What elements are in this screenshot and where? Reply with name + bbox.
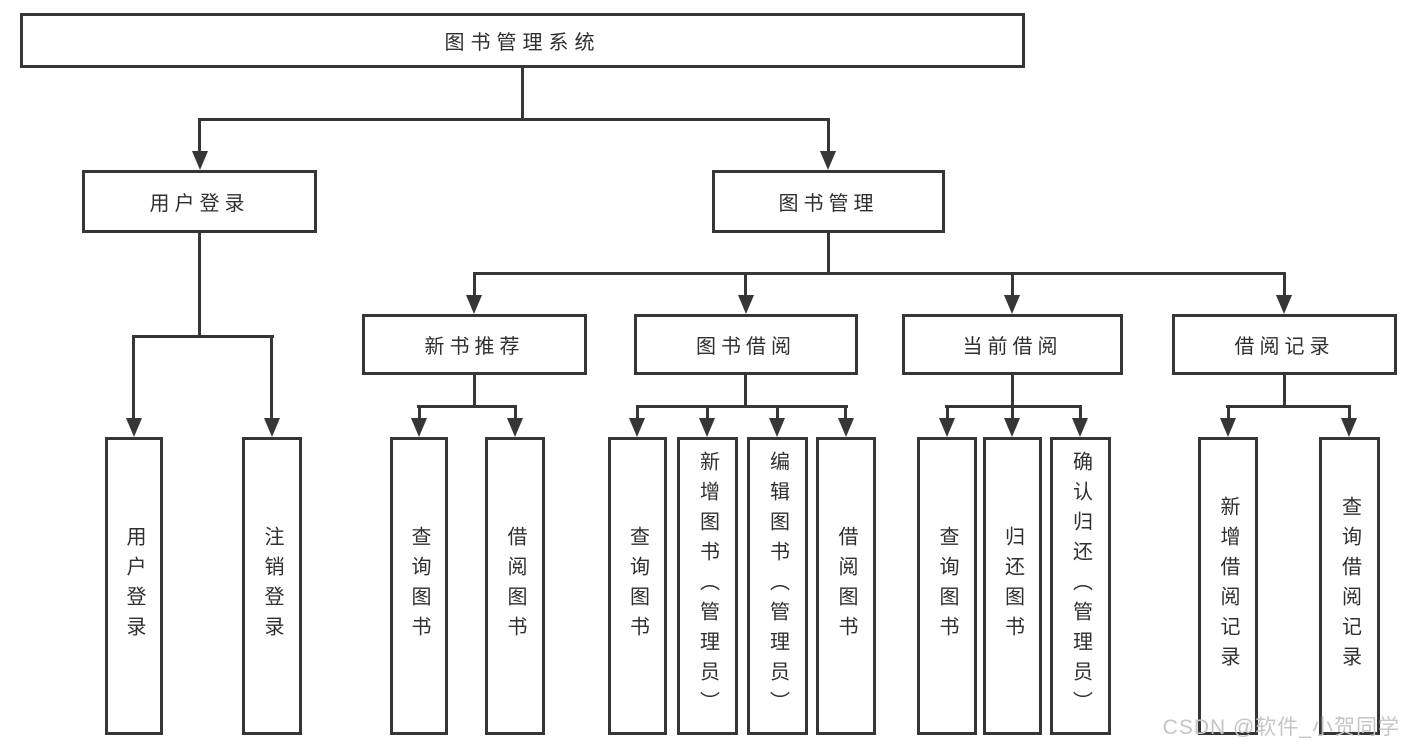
arrowhead-current-borrowing-icon bbox=[1004, 295, 1020, 314]
connector-to-user-login bbox=[198, 118, 201, 156]
connector-root-distributor bbox=[198, 118, 830, 121]
leaf-borrow-books-2-label: 借阅图书 bbox=[835, 526, 857, 646]
leaf-add-borrow-record: 新增借阅记录 bbox=[1198, 437, 1258, 735]
node-new-book-recommend: 新书推荐 bbox=[362, 314, 587, 375]
node-book-borrowing-label: 图书借阅 bbox=[696, 336, 796, 358]
leaf-logout-label: 注销登录 bbox=[261, 526, 283, 646]
connector-leaf-drop bbox=[844, 405, 847, 420]
connector-mid-distributor bbox=[473, 272, 1286, 275]
leaf-user-login-label: 用户登录 bbox=[123, 526, 145, 646]
leaf-confirm-return-admin-label: 确认归还（管理员） bbox=[1069, 451, 1092, 721]
node-current-borrowing-label: 当前借阅 bbox=[962, 336, 1063, 358]
leaf-edit-books-admin: 编辑图书（管理员） bbox=[747, 437, 808, 735]
arrowhead-leaf-icon bbox=[838, 418, 854, 437]
node-user-login: 用户登录 bbox=[82, 170, 317, 233]
leaf-add-borrow-record-label: 新增借阅记录 bbox=[1217, 496, 1239, 676]
leaf-borrow-books-1: 借阅图书 bbox=[485, 437, 545, 735]
node-book-management-label: 图书管理 bbox=[778, 193, 879, 215]
leaf-edit-books-admin-label: 编辑图书（管理员） bbox=[766, 451, 789, 721]
node-book-borrowing: 图书借阅 bbox=[634, 314, 858, 375]
arrowhead-leaf-logout-icon bbox=[264, 418, 280, 437]
leaf-borrow-books-2: 借阅图书 bbox=[816, 437, 876, 735]
connector-leaf-drop bbox=[1079, 405, 1082, 420]
leaf-query-books-1-label: 查询图书 bbox=[408, 526, 430, 646]
watermark: CSDN @软件_小贺同学 bbox=[1162, 716, 1400, 739]
arrowhead-leaf-icon bbox=[1341, 418, 1357, 437]
node-current-borrowing: 当前借阅 bbox=[902, 314, 1123, 375]
connector-to-borrowing-records bbox=[1283, 272, 1286, 297]
leaf-query-borrow-record: 查询借阅记录 bbox=[1319, 437, 1380, 735]
arrowhead-leaf-icon bbox=[1072, 418, 1088, 437]
leaf-confirm-return-admin: 确认归还（管理员） bbox=[1050, 437, 1111, 735]
connector-leaf-drop bbox=[636, 405, 639, 420]
leaf-borrow-books-1-label: 借阅图书 bbox=[504, 526, 526, 646]
leaf-logout: 注销登录 bbox=[242, 437, 302, 735]
connector-to-leaf-logout bbox=[270, 335, 273, 421]
connector-leaf-drop bbox=[776, 405, 779, 420]
node-borrowing-records: 借阅记录 bbox=[1172, 314, 1397, 375]
arrowhead-leaf-icon bbox=[507, 418, 523, 437]
connector-user-login-distributor bbox=[132, 335, 274, 338]
node-user-login-label: 用户登录 bbox=[149, 193, 250, 215]
connector-user-login-stub bbox=[198, 233, 201, 338]
leaf-add-books-admin: 新增图书（管理员） bbox=[677, 437, 738, 735]
arrowhead-borrowing-records-icon bbox=[1276, 295, 1292, 314]
connector-group2-distributor bbox=[417, 405, 517, 408]
leaf-query-books-2: 查询图书 bbox=[608, 437, 667, 735]
connector-to-current-borrowing bbox=[1011, 272, 1014, 297]
arrowhead-user-login-icon bbox=[192, 151, 208, 170]
connector-leaf-drop bbox=[1227, 405, 1230, 420]
arrowhead-new-book-recommend-icon bbox=[466, 295, 482, 314]
node-library-system: 图书管理系统 bbox=[20, 13, 1025, 68]
connector-leaf-drop bbox=[946, 405, 949, 420]
connector-to-new-book-recommend bbox=[473, 272, 476, 297]
connector-to-leaf-user-login bbox=[132, 335, 135, 421]
connector-new-book-recommend-stub bbox=[473, 375, 476, 405]
arrowhead-book-borrowing-icon bbox=[738, 295, 754, 314]
arrowhead-leaf-icon bbox=[411, 418, 427, 437]
arrowhead-leaf-icon bbox=[1220, 418, 1236, 437]
node-borrowing-records-label: 借阅记录 bbox=[1234, 336, 1335, 358]
connector-leaf-drop bbox=[418, 405, 421, 420]
connector-book-borrowing-stub bbox=[744, 375, 747, 405]
leaf-user-login: 用户登录 bbox=[105, 437, 163, 735]
arrowhead-leaf-user-login-icon bbox=[126, 418, 142, 437]
connector-book-management-stub bbox=[827, 233, 830, 275]
connector-leaf-drop bbox=[1348, 405, 1351, 420]
connector-group5-distributor bbox=[1226, 405, 1351, 408]
arrowhead-leaf-icon bbox=[629, 418, 645, 437]
connector-to-book-management bbox=[827, 118, 830, 156]
leaf-query-borrow-record-label: 查询借阅记录 bbox=[1338, 496, 1361, 676]
connector-leaf-drop bbox=[1011, 405, 1014, 420]
leaf-return-books-label: 归还图书 bbox=[1001, 526, 1024, 646]
node-book-management: 图书管理 bbox=[712, 170, 945, 233]
connector-to-book-borrowing bbox=[744, 272, 747, 297]
arrowhead-leaf-icon bbox=[699, 418, 715, 437]
connector-borrowing-records-stub bbox=[1283, 375, 1286, 405]
node-library-system-label: 图书管理系统 bbox=[444, 32, 601, 54]
arrowhead-leaf-icon bbox=[1004, 418, 1020, 437]
arrowhead-leaf-icon bbox=[769, 418, 785, 437]
connector-group3-distributor bbox=[636, 405, 848, 408]
leaf-add-books-admin-label: 新增图书（管理员） bbox=[696, 451, 719, 721]
arrowhead-leaf-icon bbox=[939, 418, 955, 437]
connector-leaf-drop bbox=[706, 405, 709, 420]
leaf-query-books-2-label: 查询图书 bbox=[626, 526, 649, 646]
connector-leaf-drop bbox=[514, 405, 517, 420]
node-new-book-recommend-label: 新书推荐 bbox=[424, 336, 525, 358]
connector-current-borrowing-stub bbox=[1011, 375, 1014, 405]
leaf-return-books: 归还图书 bbox=[983, 437, 1042, 735]
connector-root-stub bbox=[521, 68, 524, 118]
arrowhead-book-management-icon bbox=[820, 151, 836, 170]
leaf-query-books-3-label: 查询图书 bbox=[936, 526, 958, 646]
leaf-query-books-1: 查询图书 bbox=[390, 437, 448, 735]
leaf-query-books-3: 查询图书 bbox=[917, 437, 977, 735]
